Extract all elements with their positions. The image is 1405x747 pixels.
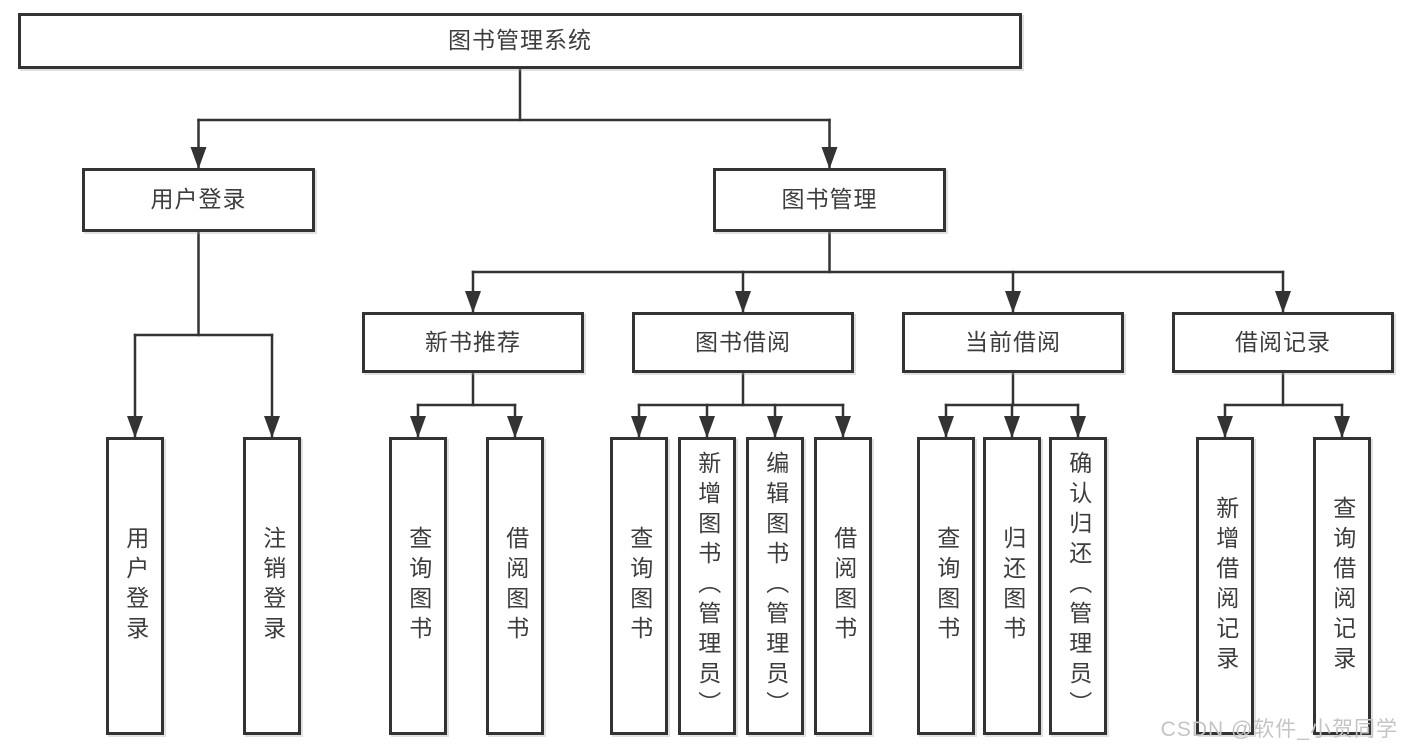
node-label-leaf-br-add: 新增借阅记录 [1212, 496, 1239, 676]
node-label-leaf-br-query: 查询借阅记录 [1329, 496, 1356, 676]
node-new-book-rec: 新书推荐 [362, 312, 584, 373]
node-leaf-bb-query: 查询图书 [610, 437, 668, 735]
node-leaf-bb-edit: 编辑图书（管理员） [746, 437, 804, 735]
node-label-current-borrow: 当前借阅 [965, 328, 1061, 355]
node-leaf-user-login: 用户登录 [106, 437, 164, 735]
node-leaf-bb-add: 新增图书（管理员） [678, 437, 736, 735]
node-label-leaf-cb-query: 查询图书 [933, 526, 960, 646]
node-label-new-book-rec: 新书推荐 [425, 328, 521, 355]
node-user-login: 用户登录 [82, 168, 315, 232]
node-label-leaf-cb-confirm: 确认归还（管理员） [1065, 451, 1092, 721]
node-label-leaf-nbr-query: 查询图书 [405, 526, 432, 646]
node-label-leaf-nbr-borrow: 借阅图书 [502, 526, 529, 646]
node-leaf-br-add: 新增借阅记录 [1196, 437, 1254, 735]
node-label-book-mgmt: 图书管理 [781, 186, 878, 213]
node-label-leaf-bb-borrow: 借阅图书 [830, 526, 857, 646]
watermark: CSDN @软件_小贺同学 [1160, 718, 1398, 741]
node-label-leaf-bb-add: 新增图书（管理员） [694, 451, 721, 721]
node-leaf-nbr-query: 查询图书 [389, 437, 447, 735]
node-leaf-cb-query: 查询图书 [917, 437, 975, 735]
node-borrow-records: 借阅记录 [1172, 312, 1394, 373]
node-leaf-br-query: 查询借阅记录 [1313, 437, 1371, 735]
node-leaf-logout: 注销登录 [243, 437, 301, 735]
node-leaf-cb-confirm: 确认归还（管理员） [1049, 437, 1107, 735]
node-root: 图书管理系统 [18, 13, 1022, 69]
node-book-borrow: 图书借阅 [632, 312, 854, 373]
node-label-leaf-logout: 注销登录 [259, 526, 286, 646]
node-label-leaf-user-login: 用户登录 [122, 526, 149, 646]
node-label-borrow-records: 借阅记录 [1235, 328, 1331, 355]
node-label-leaf-bb-query: 查询图书 [626, 526, 653, 646]
node-label-root: 图书管理系统 [448, 27, 592, 54]
node-label-leaf-bb-edit: 编辑图书（管理员） [762, 451, 789, 721]
node-leaf-cb-return: 归还图书 [983, 437, 1041, 735]
node-book-mgmt: 图书管理 [713, 168, 946, 232]
node-label-book-borrow: 图书借阅 [695, 328, 791, 355]
node-current-borrow: 当前借阅 [902, 312, 1124, 373]
node-leaf-bb-borrow: 借阅图书 [814, 437, 872, 735]
node-leaf-nbr-borrow: 借阅图书 [486, 437, 544, 735]
node-label-leaf-cb-return: 归还图书 [999, 526, 1026, 646]
node-label-user-login: 用户登录 [150, 186, 247, 213]
